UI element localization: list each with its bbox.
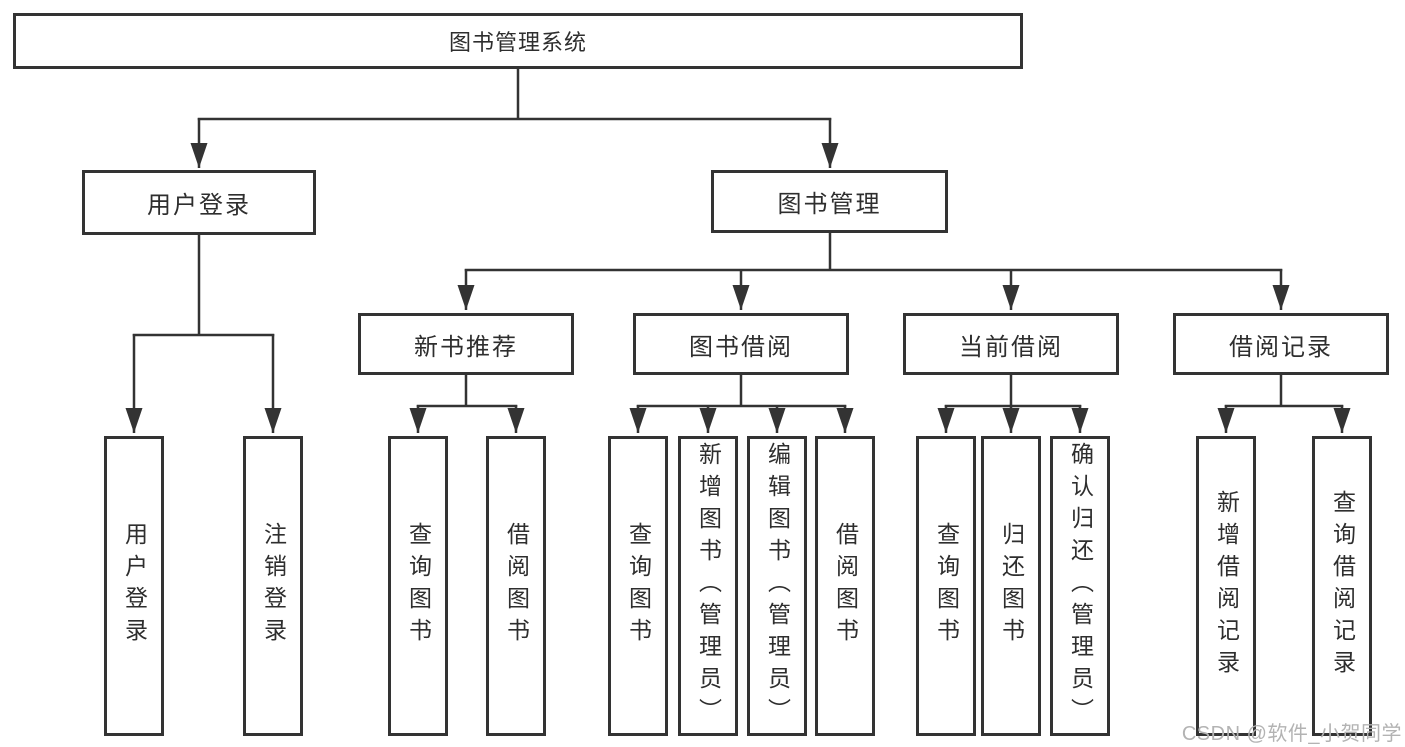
leaf-user-login: 用户登录 <box>104 436 164 736</box>
leaf-query-borrow-record: 查询借阅记录 <box>1312 436 1372 736</box>
leaf-query-books-borrowing: 查询图书 <box>608 436 668 736</box>
leaf-label: 查询图书 <box>625 522 652 650</box>
leaf-logout: 注销登录 <box>243 436 303 736</box>
node-book-borrowing: 图书借阅 <box>633 313 849 375</box>
leaf-label: 新增图书（管理员） <box>695 442 722 730</box>
leaf-label: 确认归还（管理员） <box>1067 442 1094 730</box>
leaf-label: 注销登录 <box>260 522 287 650</box>
leaf-label: 借阅图书 <box>832 522 859 650</box>
leaf-label: 用户登录 <box>121 522 148 650</box>
leaf-label: 查询图书 <box>405 522 432 650</box>
leaf-add-borrow-record: 新增借阅记录 <box>1196 436 1256 736</box>
node-current-borrowing: 当前借阅 <box>903 313 1119 375</box>
leaf-edit-books-admin: 编辑图书（管理员） <box>747 436 807 736</box>
leaf-return-books: 归还图书 <box>981 436 1041 736</box>
leaf-query-books-current: 查询图书 <box>916 436 976 736</box>
node-label: 借阅记录 <box>1229 333 1333 361</box>
watermark: CSDN @软件_小贺同学 <box>1181 723 1402 745</box>
leaf-label: 借阅图书 <box>503 522 530 650</box>
leaf-confirm-return-admin: 确认归还（管理员） <box>1050 436 1110 736</box>
node-library-system: 图书管理系统 <box>13 13 1023 69</box>
leaf-query-books-recommend: 查询图书 <box>388 436 448 736</box>
leaf-label: 归还图书 <box>998 522 1025 650</box>
node-label: 图书管理 <box>777 191 882 218</box>
leaf-label: 新增借阅记录 <box>1213 490 1240 682</box>
leaf-label: 查询借阅记录 <box>1329 490 1356 682</box>
node-label: 图书借阅 <box>689 333 793 361</box>
node-new-book-recommendation: 新书推荐 <box>358 313 574 375</box>
leaf-borrow-books: 借阅图书 <box>815 436 875 736</box>
leaf-label: 编辑图书（管理员） <box>764 442 791 730</box>
leaf-borrow-books-recommend: 借阅图书 <box>486 436 546 736</box>
node-user-login: 用户登录 <box>82 170 316 235</box>
node-label: 新书推荐 <box>414 333 518 361</box>
node-label: 用户登录 <box>147 192 251 219</box>
node-label: 当前借阅 <box>959 333 1063 361</box>
node-label: 图书管理系统 <box>448 30 587 55</box>
leaf-add-books-admin: 新增图书（管理员） <box>678 436 738 736</box>
node-book-management: 图书管理 <box>711 170 948 233</box>
leaf-label: 查询图书 <box>933 522 960 650</box>
node-borrowing-records: 借阅记录 <box>1173 313 1389 375</box>
